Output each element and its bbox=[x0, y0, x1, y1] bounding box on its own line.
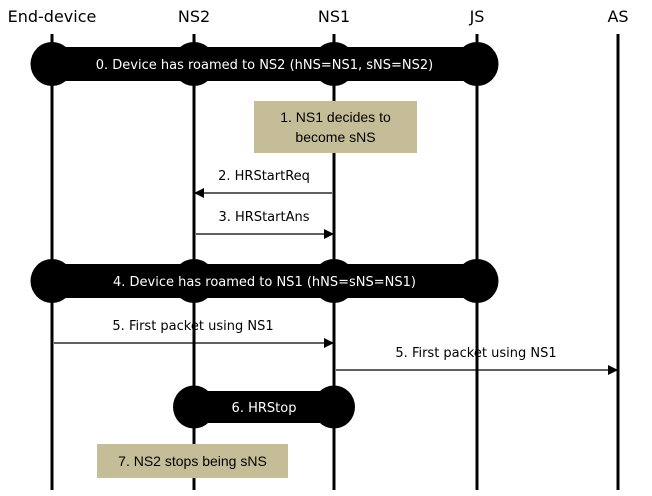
bar-node bbox=[313, 385, 355, 429]
bar-node bbox=[173, 385, 215, 429]
actor-label-js: JS bbox=[469, 7, 485, 26]
actor-headers: End-device NS2 NS1 JS AS bbox=[8, 7, 629, 26]
steps: 0. Device has roamed to NS2 (hNS=NS1, sN… bbox=[30, 42, 618, 478]
step-0-bar: 0. Device has roamed to NS2 (hNS=NS1, sN… bbox=[30, 42, 499, 86]
step-3-arrow: 3. HRStartAns bbox=[196, 210, 334, 239]
step-8-note: 7. NS2 stops being sNS bbox=[97, 444, 288, 478]
bar-node bbox=[172, 42, 216, 86]
bar-node bbox=[455, 42, 499, 86]
bar-node bbox=[30, 42, 74, 86]
bar-label: 0. Device has roamed to NS2 (hNS=NS1, sN… bbox=[96, 58, 433, 73]
bar-label: 6. HRStop bbox=[232, 401, 297, 416]
message-label: 2. HRStartReq bbox=[218, 169, 310, 184]
step-7-bar: 6. HRStop bbox=[173, 385, 355, 429]
bar-node bbox=[455, 259, 499, 303]
bar-node bbox=[312, 42, 356, 86]
message-label: 3. HRStartAns bbox=[218, 210, 309, 225]
note-box bbox=[254, 101, 417, 153]
note-text: become sNS bbox=[295, 129, 375, 145]
step-4-bar: 4. Device has roamed to NS1 (hNS=sNS=NS1… bbox=[30, 259, 499, 303]
step-5-arrow: 5. First packet using NS1 bbox=[54, 319, 334, 348]
bar-body bbox=[194, 391, 334, 423]
message-label: 5. First packet using NS1 bbox=[395, 346, 556, 361]
note-text: 7. NS2 stops being sNS bbox=[118, 453, 267, 469]
step-2-arrow: 2. HRStartReq bbox=[194, 169, 332, 198]
bar-node bbox=[312, 259, 356, 303]
bar-node bbox=[172, 259, 216, 303]
actor-label-as: AS bbox=[607, 7, 628, 26]
bar-node bbox=[30, 259, 74, 303]
bar-label: 4. Device has roamed to NS1 (hNS=sNS=NS1… bbox=[113, 275, 416, 290]
step-1-note: 1. NS1 decides to become sNS bbox=[254, 101, 417, 153]
actor-label-ed: End-device bbox=[8, 7, 97, 26]
note-text: 1. NS1 decides to bbox=[280, 109, 391, 125]
bar-body bbox=[52, 47, 477, 81]
bar-body bbox=[52, 264, 477, 298]
step-6-arrow: 5. First packet using NS1 bbox=[336, 346, 618, 375]
actor-label-ns2: NS2 bbox=[178, 7, 210, 26]
actor-label-ns1: NS1 bbox=[318, 7, 350, 26]
note-box bbox=[97, 444, 288, 478]
message-label: 5. First packet using NS1 bbox=[112, 319, 273, 334]
